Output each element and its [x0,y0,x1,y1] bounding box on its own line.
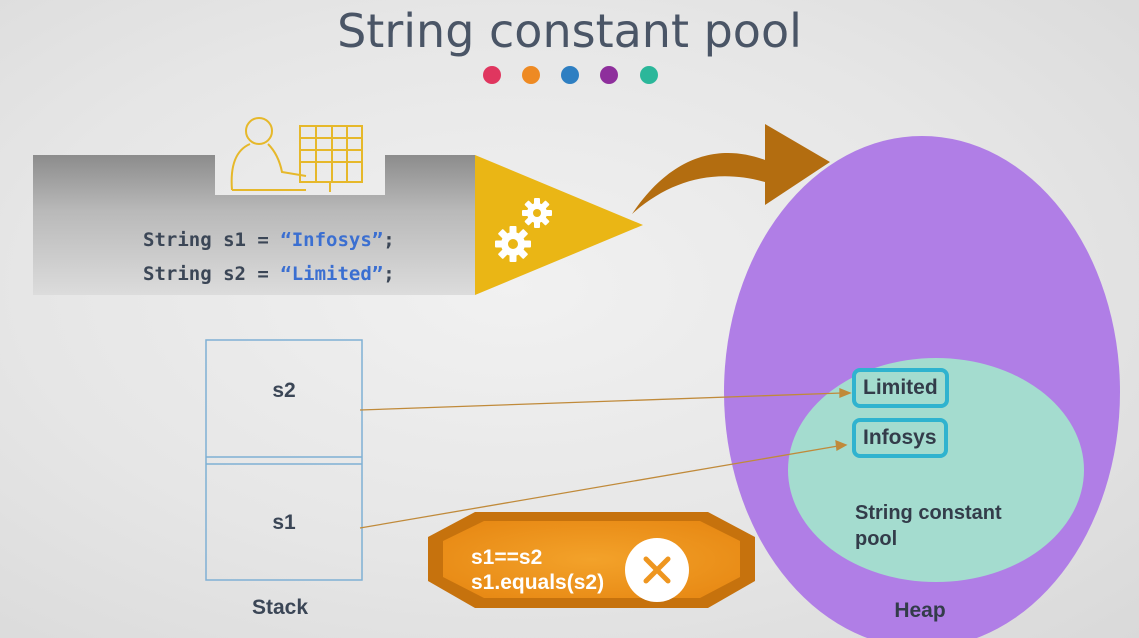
s2-arrowhead [839,388,852,398]
string-pool-label-line2: pool [855,528,898,550]
stack-cell-s2: s2 [272,379,296,402]
code-line-2-suffix: ; [383,263,395,285]
stack-label: Stack [251,596,309,619]
code-line-2-literal: “Limited” [280,263,384,285]
pool-string-infosys: Infosys [852,418,948,458]
compile-arrow [632,124,830,214]
code-editor-block [33,155,475,295]
dot-5 [640,66,658,84]
stack-cell-s1: s1 [272,511,296,534]
comparison-text: s1==s2 s1.equals(s2) [471,545,604,595]
code-line-1-literal: “Infosys” [280,229,384,251]
dot-1 [483,66,501,84]
code-line-1-prefix: String s1 = [143,229,281,251]
string-pool-label-line1: String constant [855,502,1002,524]
string-pool-area [788,358,1084,582]
comparison-line-2: s1.equals(s2) [471,571,605,594]
decorative-dots [480,66,680,86]
code-line-1: String s1 = “Infosys”; [143,229,395,251]
comparison-line-1: s1==s2 [471,546,543,569]
code-line-1-suffix: ; [383,229,395,251]
cross-icon [643,556,671,584]
pool-string-limited: Limited [852,368,949,408]
programmer-icon [230,117,363,192]
dot-2 [522,66,540,84]
dot-3 [561,66,579,84]
page-title: String constant pool [337,4,802,58]
code-line-2: String s2 = “Limited”; [143,263,395,285]
gear-icon [495,198,552,262]
s2-reference-arrow [359,392,843,411]
stack-box [205,339,363,581]
dot-4 [600,66,618,84]
s1-arrowhead [835,439,848,452]
code-line-2-prefix: String s2 = [143,263,281,285]
compiler-triangle [475,155,643,295]
string-pool-label: String constant pool [855,500,1002,552]
heap-label: Heap [894,599,946,622]
s1-reference-arrow [359,445,839,529]
